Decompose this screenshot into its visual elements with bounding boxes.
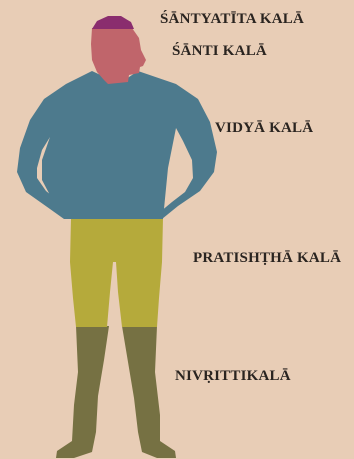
label-pratishtha-kala: PRATISHṬHĀ KALĀ [193,250,341,267]
santyatita-region [92,16,134,29]
label-vidya-kala: VIDYĀ KALĀ [215,120,313,137]
pratishtha-region [70,218,163,327]
label-santyatita-kala: ŚĀNTYATĪTA KALĀ [160,11,304,28]
label-santi-kala: ŚĀNTI KALĀ [172,43,267,60]
nivritti-region [56,326,176,458]
right-lower-leg [122,326,176,458]
left-lower-leg [56,326,109,458]
vidya-region [17,71,217,219]
label-nivritti-kala: NIVṚITTIKALĀ [175,368,291,385]
